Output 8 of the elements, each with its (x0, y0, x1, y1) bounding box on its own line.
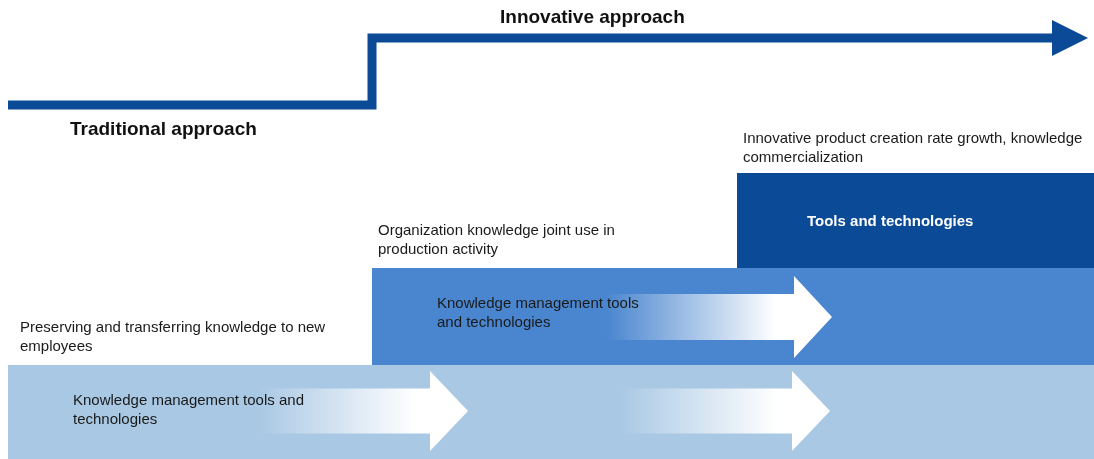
approach-label: Innovative approach (500, 6, 685, 28)
band-text: Tools and technologies (807, 211, 975, 230)
outcome-text: Innovative product creation rate growth, knowledge commercialization (743, 128, 1083, 166)
outcome-text: Preserving and transferring knowledge to new employees (20, 317, 327, 355)
band-text: Knowledge management tools and technologies (437, 293, 640, 331)
band-text: Knowledge management tools and technologies (73, 390, 305, 428)
approach-label: Traditional approach (70, 118, 257, 140)
outcome-text: Organization knowledge joint use in production activity (378, 220, 616, 258)
